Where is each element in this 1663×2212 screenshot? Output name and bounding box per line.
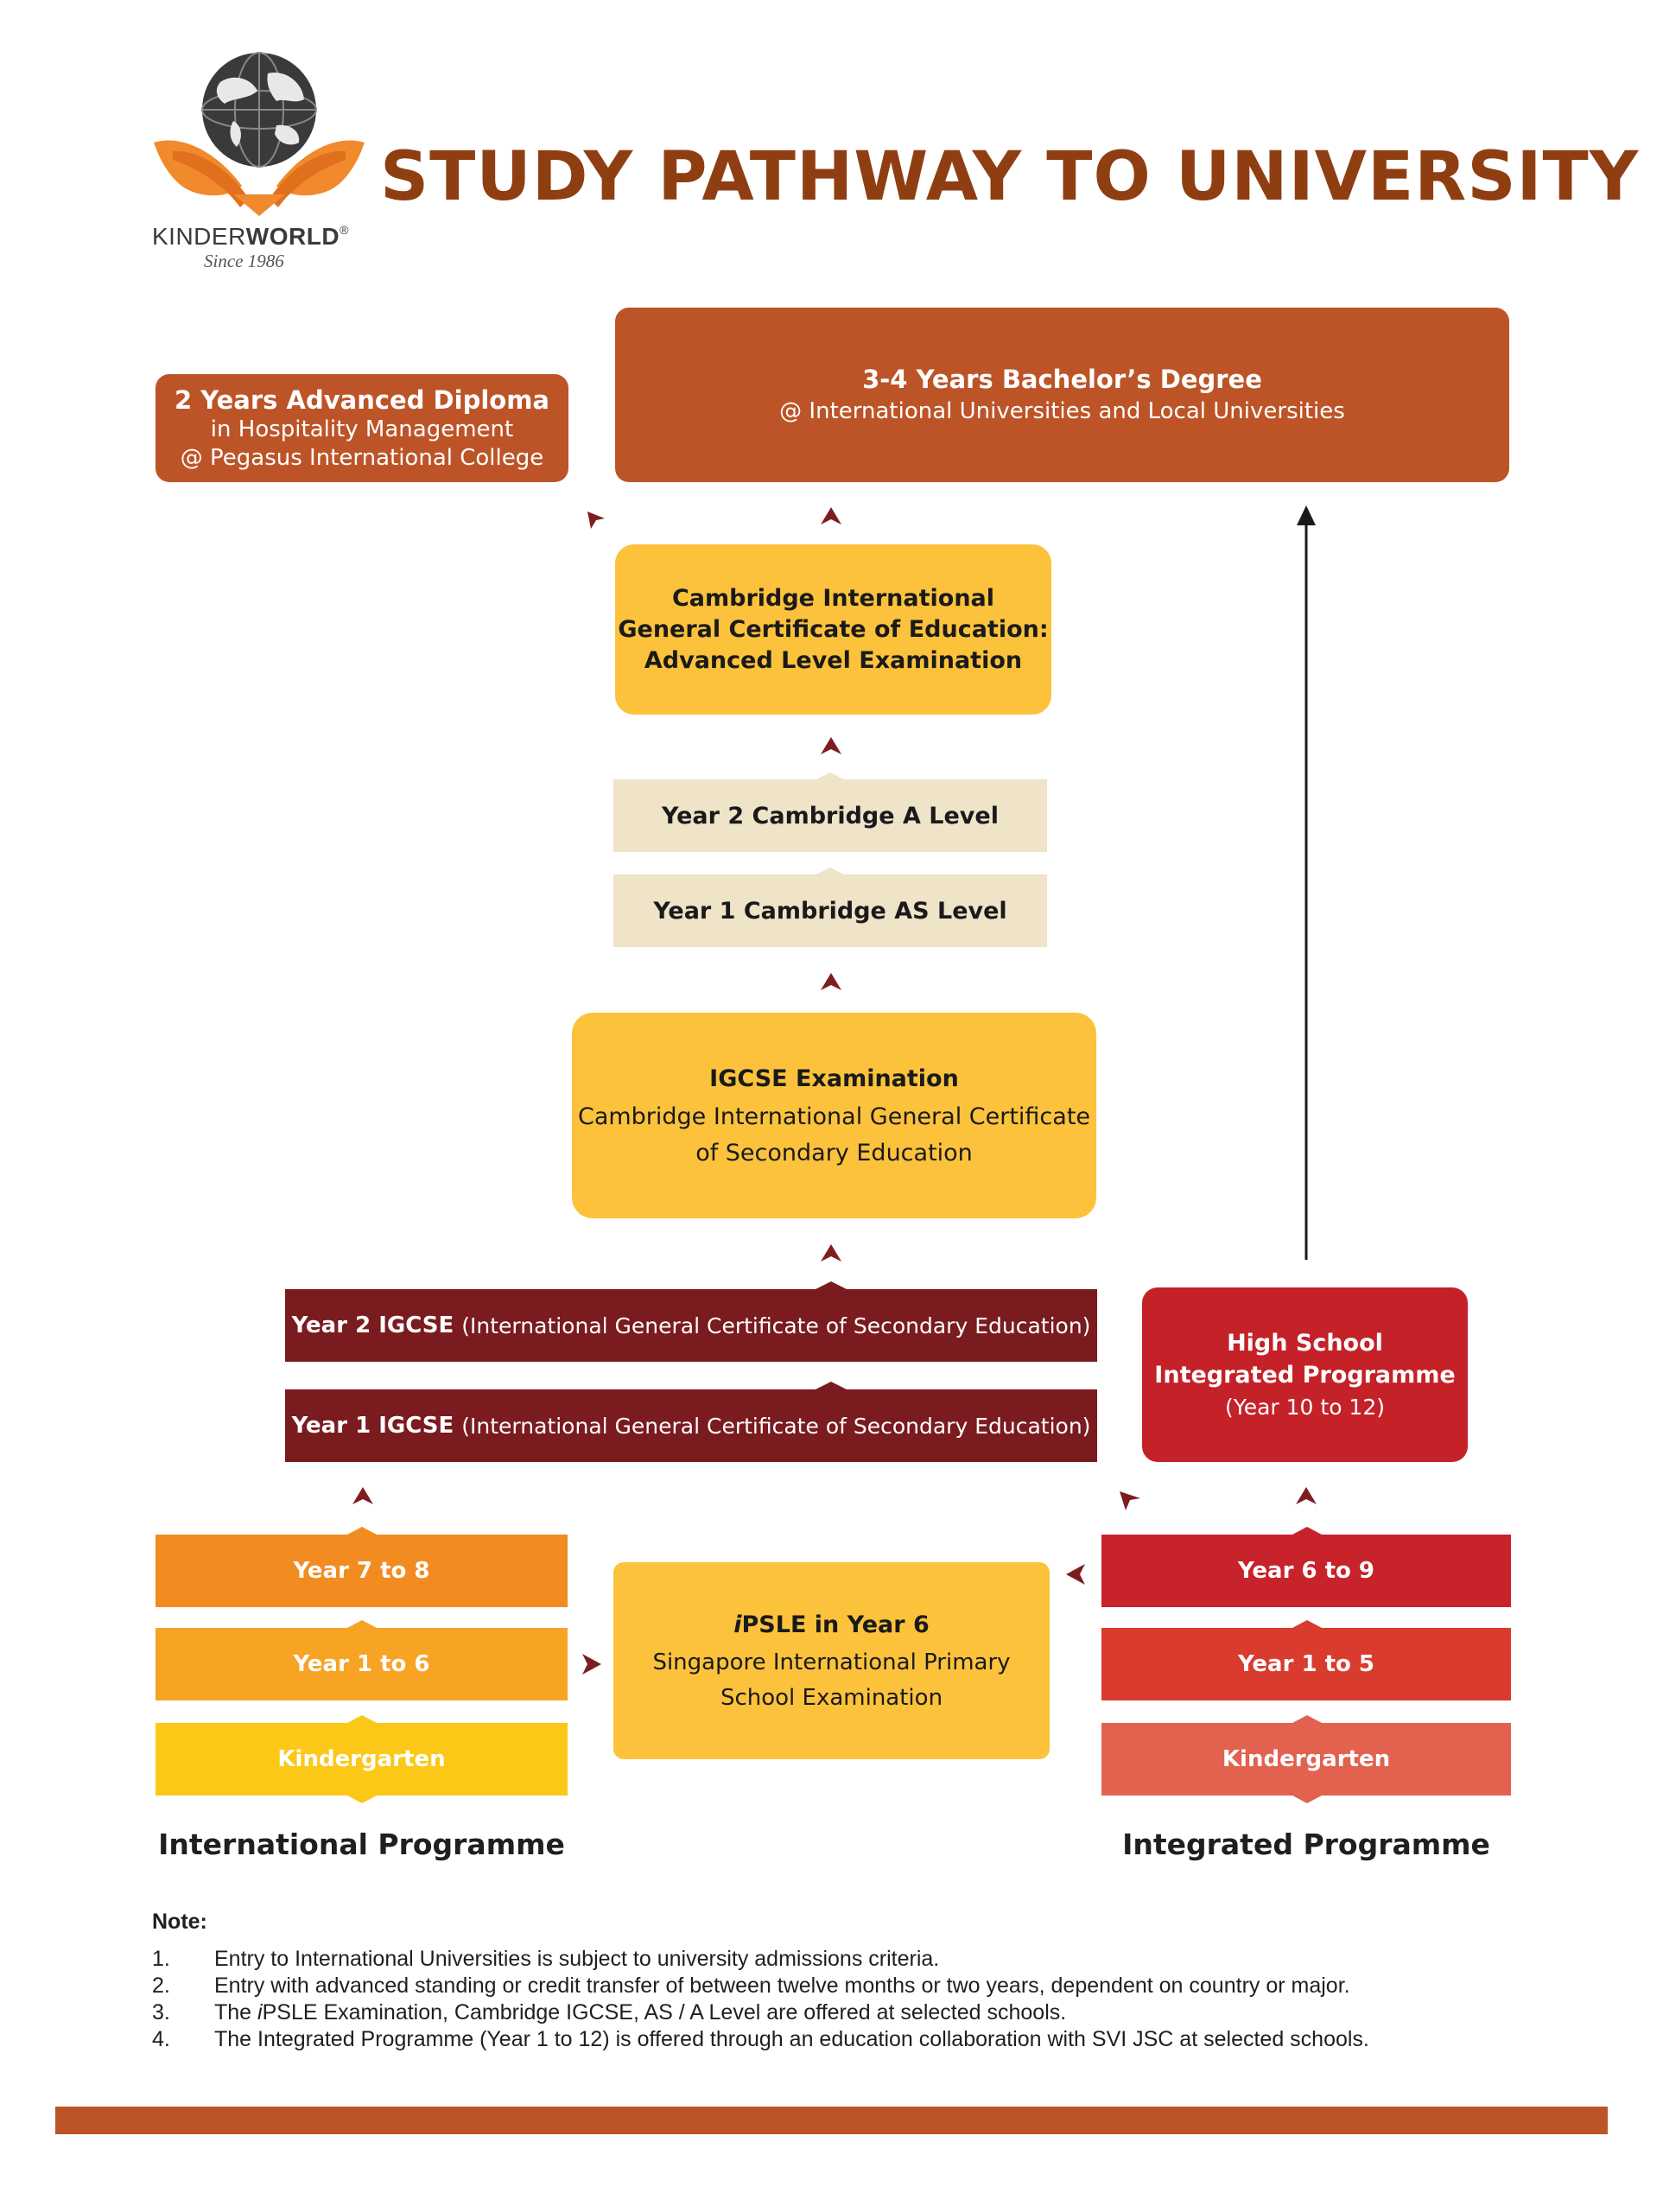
footer-bar xyxy=(55,2107,1608,2134)
note-item: 3.The iPSLE Examination, Cambridge IGCSE… xyxy=(152,2000,1067,2024)
note-item: 4.The Integrated Programme (Year 1 to 12… xyxy=(152,2027,1369,2051)
high-school-line2: Integrated Programme xyxy=(1154,1361,1456,1389)
igcse-exam-line3: of Secondary Education xyxy=(695,1140,973,1166)
intl-year1-6-label: Year 1 to 6 xyxy=(293,1651,430,1677)
page-title: STUDY PATHWAY TO UNIVERSITY xyxy=(380,138,1640,216)
year1-as-level-box: Year 1 Cambridge AS Level xyxy=(613,874,1047,947)
arrow-left-integ-to-ipsle xyxy=(1066,1564,1085,1585)
intl-year7-8-label: Year 7 to 8 xyxy=(293,1558,430,1584)
bachelor-box: 3-4 Years Bachelor’s Degree @ Internatio… xyxy=(615,308,1509,482)
arrow-diag-integ-to-igcse xyxy=(1120,1491,1140,1510)
arrow-up-to-high-school xyxy=(1296,1487,1317,1504)
note-item: 1.Entry to International Universities is… xyxy=(152,1947,940,1971)
year2-igcse-box: Year 2 IGCSE (International General Cert… xyxy=(285,1289,1097,1362)
high-school-line1: High School xyxy=(1227,1329,1383,1357)
intl-year7-8-box: Year 7 to 8 xyxy=(156,1535,568,1607)
arrow-up-to-bachelor xyxy=(821,507,841,524)
a-level-exam-line3: Advanced Level Examination xyxy=(644,646,1023,674)
intl-kindergarten-label: Kindergarten xyxy=(277,1746,446,1772)
brand-logo xyxy=(147,48,371,281)
igcse-exam-title: IGCSE Examination xyxy=(709,1065,959,1092)
note-item: 2.Entry with advanced standing or credit… xyxy=(152,1974,1350,1998)
arrow-up-intl-to-igcse xyxy=(352,1487,373,1504)
a-level-exam-box: Cambridge International General Certific… xyxy=(615,544,1051,715)
high-school-box: High School Integrated Programme (Year 1… xyxy=(1142,1287,1468,1462)
integ-kindergarten-box: Kindergarten xyxy=(1101,1723,1511,1796)
year2-igcse-rest: (International General Certificate of Se… xyxy=(461,1313,1091,1338)
igcse-exam-box: IGCSE Examination Cambridge Internationa… xyxy=(572,1013,1096,1218)
year1-igcse-bold: Year 1 IGCSE xyxy=(291,1413,454,1439)
igcse-exam-line2: Cambridge International General Certific… xyxy=(577,1103,1091,1130)
integ-year6-9-label: Year 6 to 9 xyxy=(1237,1558,1375,1584)
year1-igcse-box: Year 1 IGCSE (International General Cert… xyxy=(285,1389,1097,1462)
diploma-line2: in Hospitality Management xyxy=(210,416,514,442)
arrow-up-to-igcse-exam xyxy=(821,1244,841,1262)
international-programme-label: International Programme xyxy=(158,1827,565,1861)
brand-since: Since 1986 xyxy=(204,251,284,271)
a-level-exam-line1: Cambridge International xyxy=(671,584,995,612)
globe-with-hands-logo-icon xyxy=(154,52,365,216)
integ-year6-9-box: Year 6 to 9 xyxy=(1101,1535,1511,1607)
year2-a-level-box: Year 2 Cambridge A Level xyxy=(613,779,1047,852)
year2-a-level-label: Year 2 Cambridge A Level xyxy=(662,802,999,830)
year1-as-level-label: Year 1 Cambridge AS Level xyxy=(653,897,1007,925)
high-school-line3: (Year 10 to 12) xyxy=(1225,1394,1385,1420)
intl-year1-6-box: Year 1 to 6 xyxy=(156,1628,568,1700)
ipsle-box: iPSLE in Year 6 Singapore International … xyxy=(613,1562,1050,1759)
ipsle-title-italic: i xyxy=(733,1611,742,1638)
ipsle-title: iPSLE in Year 6 xyxy=(733,1605,930,1645)
bachelor-title: 3-4 Years Bachelor’s Degree xyxy=(862,365,1262,394)
notes-heading: Note: xyxy=(152,1910,207,1934)
arrow-diag-to-diploma xyxy=(587,512,605,529)
a-level-exam-line2: General Certificate of Education: xyxy=(618,615,1049,643)
diploma-line3: @ Pegasus International College xyxy=(180,444,544,471)
integ-year1-5-label: Year 1 to 5 xyxy=(1237,1651,1375,1677)
bachelor-line2: @ International Universities and Local U… xyxy=(779,398,1345,424)
arrow-right-intl-to-ipsle xyxy=(582,1654,601,1675)
high-school-to-bachelor-arrowhead xyxy=(1297,505,1316,525)
arrow-up-to-a-level-exam xyxy=(821,737,841,754)
intl-kindergarten-box: Kindergarten xyxy=(156,1723,568,1796)
integ-year1-5-box: Year 1 to 5 xyxy=(1101,1628,1511,1700)
integ-kindergarten-label: Kindergarten xyxy=(1222,1746,1391,1772)
diploma-title: 2 Years Advanced Diploma xyxy=(175,385,549,415)
ipsle-title-rest: PSLE in Year 6 xyxy=(741,1611,930,1638)
year2-igcse-bold: Year 2 IGCSE xyxy=(291,1313,454,1338)
notes-list: 1.Entry to International Universities is… xyxy=(152,1946,1534,2053)
integrated-programme-label: Integrated Programme xyxy=(1122,1827,1490,1861)
brand-name: KINDERWORLD® xyxy=(152,223,349,250)
ipsle-line2: Singapore International Primary xyxy=(652,1649,1011,1675)
ipsle-line3: School Examination xyxy=(720,1685,943,1711)
year1-igcse-rest: (International General Certificate of Se… xyxy=(461,1413,1091,1439)
diploma-box: 2 Years Advanced Diploma in Hospitality … xyxy=(156,374,568,482)
arrow-up-to-as-level xyxy=(821,973,841,990)
